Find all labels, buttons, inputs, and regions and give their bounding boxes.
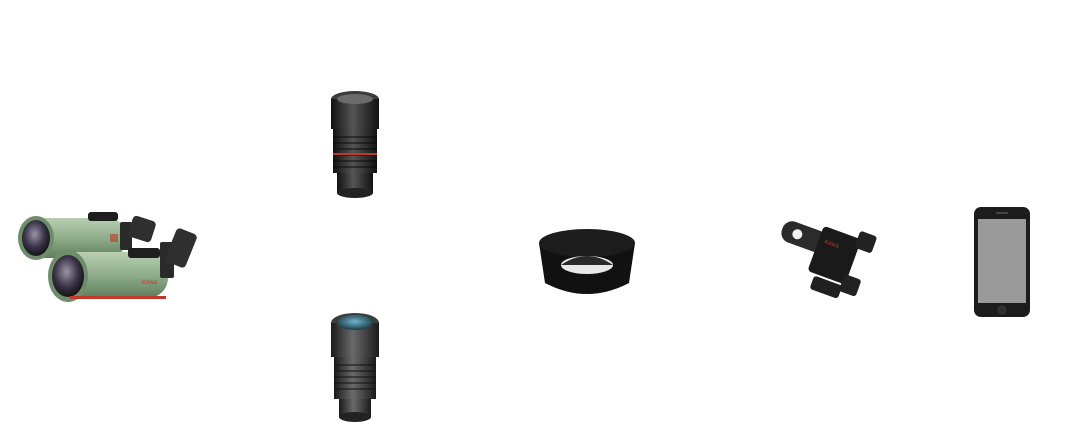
smartphone-image bbox=[974, 207, 1030, 317]
adapter-ring-image bbox=[539, 229, 635, 294]
zoom-eyepiece-upper-image bbox=[331, 91, 379, 198]
spotting-scopes-image: Kowa bbox=[18, 212, 197, 302]
zoom-eyepiece-lower-image bbox=[331, 313, 379, 422]
svg-text:Kowa: Kowa bbox=[823, 239, 840, 250]
smartphone-clamp-image: Kowa bbox=[781, 221, 877, 299]
scope-back bbox=[18, 212, 156, 260]
svg-text:Kowa: Kowa bbox=[142, 280, 158, 286]
scope-front: Kowa bbox=[48, 228, 197, 302]
